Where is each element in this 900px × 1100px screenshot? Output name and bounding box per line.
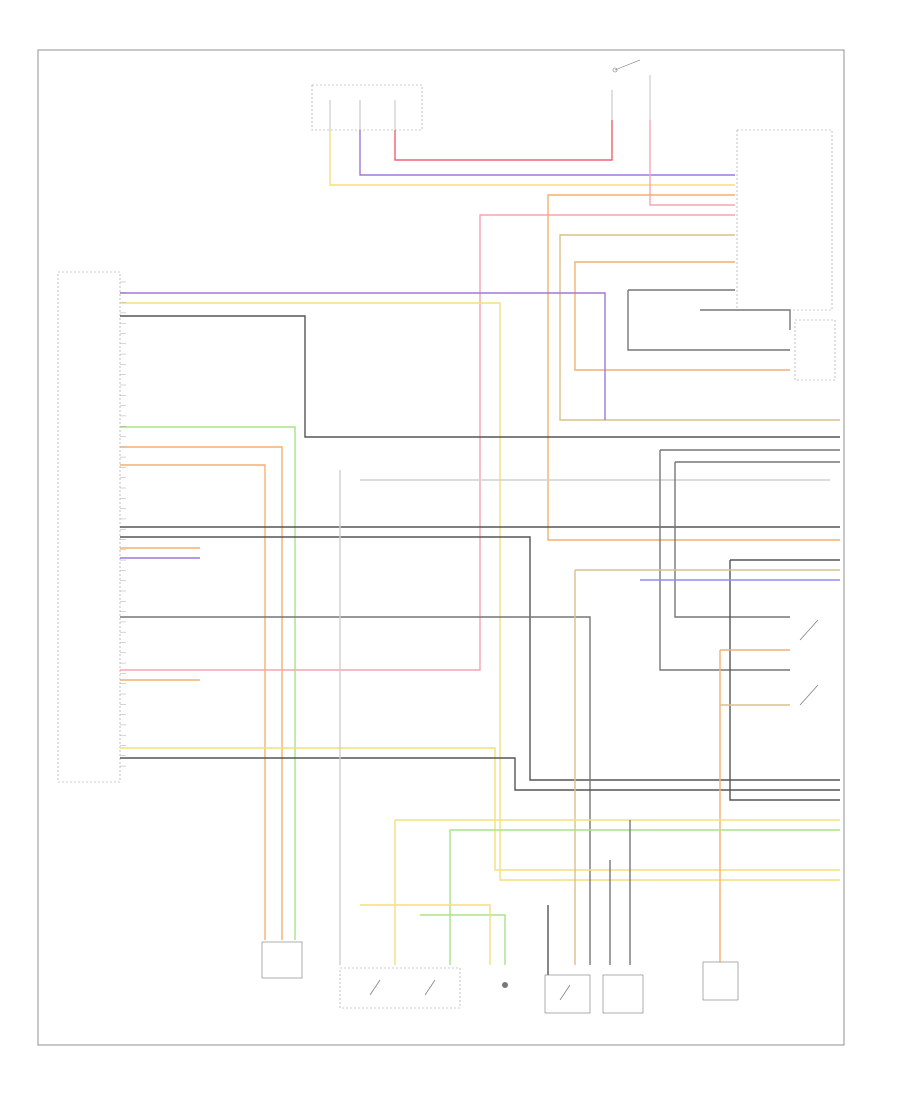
left-front-occupant-sensor bbox=[544, 974, 591, 1014]
left-front-seat-belt-sensor bbox=[261, 941, 303, 979]
wire-tan-27 bbox=[574, 569, 840, 965]
wire-orange-7 bbox=[574, 261, 790, 371]
passenger-occupant-classification-sensor bbox=[702, 961, 739, 1001]
right-side-switch-lower bbox=[799, 684, 819, 706]
wire-dark-21 bbox=[120, 757, 840, 791]
wire-green-11 bbox=[120, 426, 296, 940]
wire-gray-24 bbox=[659, 449, 840, 671]
wire-pink-3 bbox=[649, 120, 735, 206]
wire-green-33 bbox=[420, 914, 506, 965]
wire-yellow-20 bbox=[120, 747, 840, 871]
ignition-switch bbox=[611, 59, 651, 160]
fuse-block bbox=[311, 84, 423, 160]
seat-position-sensor bbox=[502, 982, 508, 988]
diagram-frame bbox=[37, 49, 845, 1046]
wire-red-0 bbox=[394, 120, 613, 161]
wire-orange-13 bbox=[120, 464, 266, 940]
right-middle-module bbox=[794, 319, 836, 381]
wire-yellow-9 bbox=[120, 302, 840, 881]
wire-tan-6 bbox=[559, 234, 840, 421]
wire-pink-4 bbox=[120, 214, 735, 671]
wire-yellow-2 bbox=[329, 130, 735, 186]
wire-gray-18 bbox=[120, 616, 591, 965]
wire-orange-12 bbox=[120, 446, 283, 940]
wire-green-32 bbox=[449, 829, 840, 965]
wire-violet-8 bbox=[120, 292, 606, 420]
wire-orange-5 bbox=[547, 194, 840, 541]
wire-orange-29 bbox=[719, 649, 790, 965]
wire-dark-26 bbox=[729, 559, 840, 801]
left-control-module bbox=[57, 271, 121, 783]
wire-yellow-31 bbox=[394, 819, 840, 965]
wire-gray-25 bbox=[674, 461, 840, 618]
wire-gray-40 bbox=[700, 309, 791, 330]
wire-violet-1 bbox=[359, 130, 735, 176]
right-upper-module bbox=[736, 129, 833, 311]
wire-gray-38 bbox=[627, 290, 790, 351]
left-front-pretensioner bbox=[602, 974, 644, 1014]
left-front-seat-switch bbox=[339, 967, 461, 1009]
wire-harness bbox=[120, 120, 840, 975]
wire-dark-10 bbox=[120, 315, 840, 438]
wire-yellow-34 bbox=[360, 904, 491, 965]
wire-dark-15 bbox=[120, 536, 840, 781]
right-side-switch-upper bbox=[799, 619, 819, 641]
